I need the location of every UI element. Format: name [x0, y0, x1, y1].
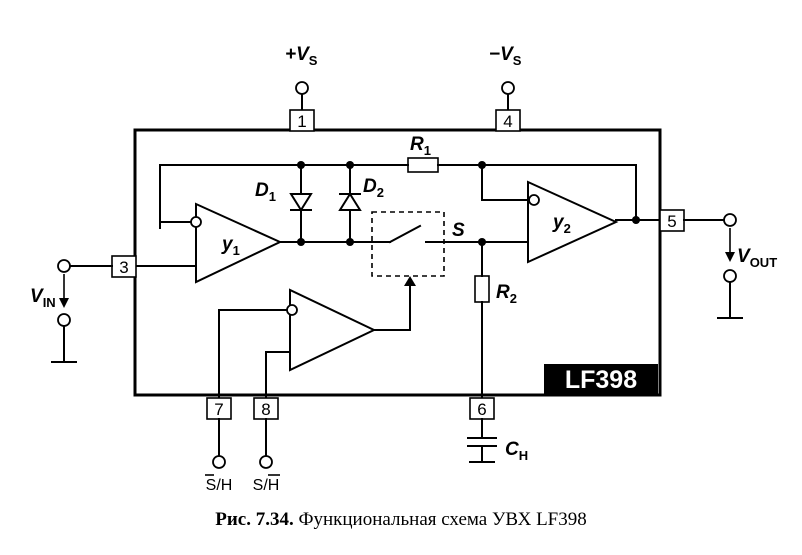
- pin-1-box: [289, 109, 315, 132]
- diode-d2: [338, 192, 362, 211]
- resistor-r2: [474, 275, 490, 303]
- label-s: S: [452, 220, 465, 241]
- pin-6-number: 6: [477, 400, 486, 419]
- terminal-vin: [57, 259, 71, 273]
- diode-d1: [289, 193, 313, 212]
- label-vs-minus: −VS: [489, 44, 522, 68]
- label-y2: y2: [552, 212, 571, 236]
- control-comparator: [289, 288, 377, 372]
- chip-label: LF398: [565, 366, 637, 394]
- figure-title: Функциональная схема УВХ LF398: [298, 509, 587, 530]
- terminal-vout-ground: [723, 269, 737, 283]
- label-ch: CH: [505, 439, 528, 463]
- terminal-vin-ground: [57, 313, 71, 327]
- label-vs-plus: +VS: [285, 44, 318, 68]
- terminal-vout: [723, 213, 737, 227]
- pin-5-number: 5: [667, 212, 676, 231]
- switch-box: [371, 211, 445, 277]
- terminal-vs-plus: [295, 81, 309, 95]
- label-pin-7: S/H: [206, 477, 233, 494]
- label-y1: y1: [221, 234, 240, 258]
- switch-s: [388, 224, 422, 244]
- amplifier-y1: [195, 202, 283, 284]
- label-d2: D2: [363, 176, 384, 200]
- label-r2: R2: [496, 282, 517, 306]
- amplifier-y2: [527, 180, 619, 264]
- pin-3-number: 3: [119, 258, 128, 277]
- label-r1: R1: [410, 134, 431, 158]
- pin-7-number: 7: [214, 400, 223, 419]
- label-d1: D1: [255, 180, 276, 204]
- resistor-r1: [407, 157, 439, 173]
- pin-4-box: [495, 109, 521, 132]
- terminal-pin-7: [212, 455, 226, 469]
- figure-caption: Рис. 7.34. Функциональная схема УВХ LF39…: [0, 509, 802, 531]
- pin-1-number: 1: [297, 112, 306, 131]
- figure-number: Рис. 7.34.: [215, 509, 294, 530]
- pin-8-number: 8: [261, 400, 270, 419]
- terminal-pin-8: [259, 455, 273, 469]
- pin-4-number: 4: [503, 112, 512, 131]
- label-vout: VOUT: [737, 246, 777, 270]
- label-vin: VIN: [30, 286, 56, 310]
- terminal-vs-minus: [501, 81, 515, 95]
- chip-outline: [133, 128, 662, 397]
- schematic-diagram: LF398 1 +VS 4 −VS R1 y1 D1 D2 S: [30, 44, 777, 494]
- label-pin-8: S/H: [253, 477, 280, 494]
- chip-label-background: [544, 364, 658, 394]
